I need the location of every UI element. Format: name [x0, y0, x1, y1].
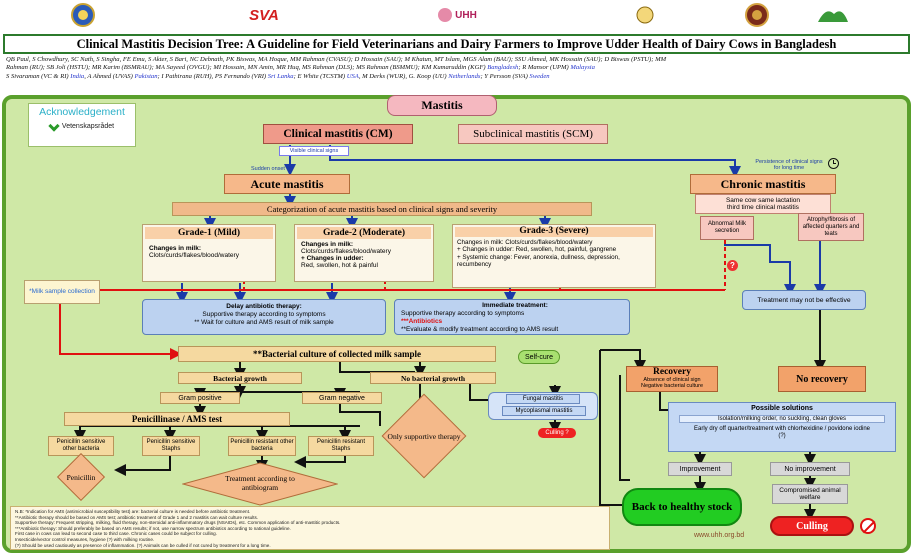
culling-node: Culling	[770, 516, 854, 536]
subclinical-mastitis-node: Subclinical mastitis (SCM)	[458, 124, 608, 144]
poster-title: Clinical Mastitis Decision Tree: A Guide…	[3, 34, 910, 54]
gram-negative-node: Gram negative	[302, 392, 382, 404]
acknowledgement-heading: Acknowledgement	[39, 106, 125, 118]
self-cure-node: Self-cure	[518, 350, 560, 364]
immediate-treatment-box: Immediate treatment: Supportive therapy …	[394, 299, 630, 335]
only-supportive-label: Only supportive therapy	[387, 431, 461, 441]
antibiogram-label: Treatment according to antibiogram	[225, 474, 295, 492]
mycoplasmal-mastitis-node: Mycoplasmal mastitis	[502, 406, 586, 416]
back-to-healthy-stock-node: Back to healthy stock	[622, 488, 742, 526]
acknowledgement-box: Acknowledgement Vetenskapsrådet	[28, 103, 136, 147]
chevelle-university-logo	[628, 2, 662, 28]
bacterial-growth-node: Bacterial growth	[178, 372, 302, 384]
chronic-mastitis-node: Chronic mastitis	[690, 174, 836, 194]
right-seal-logo	[744, 2, 770, 28]
persistence-label: Persistence of clinical signs for long t…	[755, 158, 823, 172]
possible-solutions-box: Possible solutions Isolation/milking ord…	[668, 402, 896, 452]
grade-1-box: Grade-1 (Mild) Changes in milk: Clots/cu…	[142, 224, 276, 282]
compromised-welfare-node: Compromised animal welfare	[772, 484, 848, 504]
gram-positive-node: Gram positive	[160, 392, 240, 404]
website-url: www.uhh.org.bd	[694, 532, 745, 539]
improvement-node: Improvement	[668, 462, 732, 476]
penicillin-label: Penicillin	[66, 472, 96, 482]
milk-sample-collection-node: *Milk sample collection	[24, 280, 100, 304]
no-recovery-node: No recovery	[778, 366, 866, 392]
bacterial-culture-node: **Bacterial culture of collected milk sa…	[178, 346, 496, 362]
clinical-mastitis-node: Clinical mastitis (CM)	[263, 124, 413, 144]
vr-logo-icon	[48, 120, 60, 132]
university-seal-logo	[70, 2, 96, 28]
pen-resistant-other-node: Penicillin resistant other bacteria	[228, 436, 296, 456]
sponsor-name: Vetenskapsrådet	[61, 122, 115, 130]
treatment-not-effective-node: Treatment may not be effective	[742, 290, 866, 310]
acute-mastitis-node: Acute mastitis	[224, 174, 350, 194]
penicillinase-ams-node: Penicillinase / AMS test	[64, 412, 290, 426]
visible-signs-label: Visible clinical signs	[279, 146, 349, 156]
culling-question-node: Culling ?	[538, 428, 576, 438]
sva-logo: SVA	[249, 6, 279, 24]
sudden-onset-label: Sudden onset	[251, 165, 285, 172]
clock-icon	[828, 158, 839, 169]
mastitis-node: Mastitis	[387, 95, 497, 116]
delay-antibiotic-box: Delay antibiotic therapy: Supportive the…	[142, 299, 386, 335]
no-cow-icon	[860, 518, 876, 534]
footnote-box: N.B: *Indication for AMS (antimicrobial …	[10, 506, 610, 550]
authors-block: QB Paul, S Chowdhury, SC Nath, S Singha,…	[6, 56, 667, 80]
grade-2-box: Grade-2 (Moderate) Changes in milk: Clot…	[294, 224, 434, 282]
grade-3-box: Grade-3 (Severe) Changes in milk: Clots/…	[452, 224, 656, 288]
fungal-mastitis-node: Fungal mastitis	[506, 394, 580, 404]
categorization-node: Categorization of acute mastitis based o…	[172, 202, 592, 216]
no-bacterial-growth-node: No bacterial growth	[370, 372, 496, 384]
pen-sensitive-staphs-node: Penicillin sensitive Staphs	[142, 436, 200, 456]
atrophy-node: Atrophy/fibrosis of affected quarters an…	[798, 213, 864, 241]
uhh-logo: UHH	[432, 2, 482, 28]
abnormal-milk-node: Abnormal Milk secretion	[700, 216, 754, 240]
partner-logo-green	[815, 2, 851, 28]
antibiogram-diamond	[181, 462, 339, 506]
recovery-node: Recovery Absence of clinical sign Negati…	[626, 366, 718, 392]
no-improvement-node: No improvement	[770, 462, 850, 476]
pen-resistant-staphs-node: Penicillin resistant Staphs	[308, 436, 374, 456]
question-icon: ?	[727, 260, 738, 271]
chronic-description: Same cow same lactation third time clini…	[695, 194, 831, 214]
